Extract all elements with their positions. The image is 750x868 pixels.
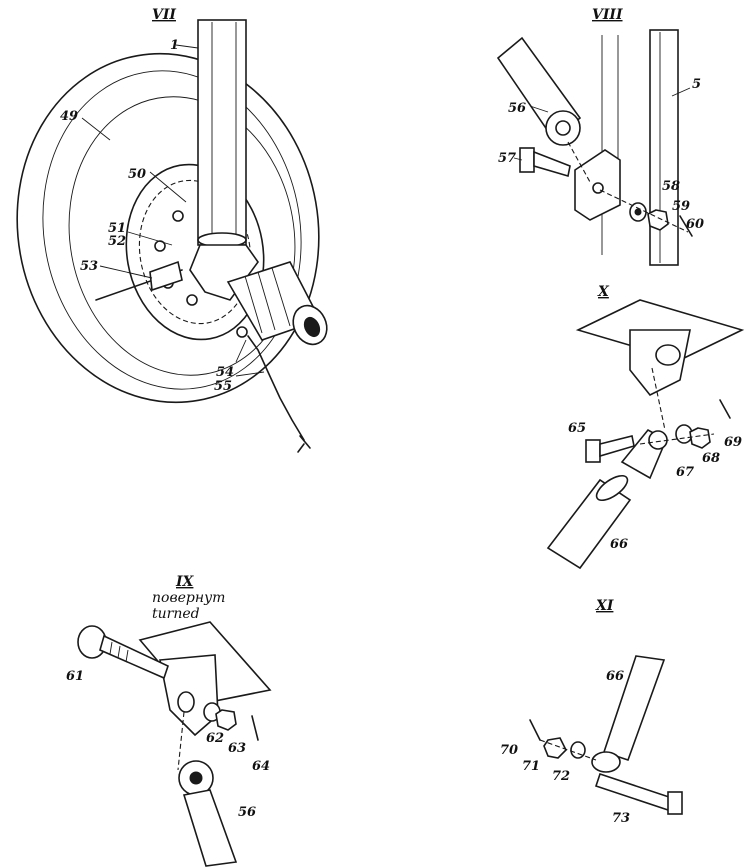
label-56-ix: 56 — [238, 805, 256, 820]
label-49: 49 — [60, 109, 78, 124]
pin-60 — [679, 215, 693, 237]
brake-bracket — [149, 260, 183, 292]
bolt-73-shank — [594, 772, 674, 812]
label-66: 66 — [610, 537, 628, 552]
rod-66 — [546, 478, 632, 570]
view-viii: VIII 56 5 57 58 59 60 — [496, 7, 704, 266]
pin-70 — [529, 719, 541, 741]
label-69: 69 — [724, 435, 742, 450]
view-ix: IX повернут turned 61 62 63 64 56 — [66, 574, 272, 867]
label-65: 65 — [568, 421, 586, 436]
rod-66-xi — [602, 655, 666, 762]
hub-bolt — [186, 294, 198, 306]
view-vii-title: VII — [152, 7, 176, 23]
label-58: 58 — [662, 179, 680, 194]
tire-sidewall — [68, 96, 296, 376]
nut-68 — [689, 427, 711, 449]
view-xi-title: XI — [595, 598, 614, 614]
rod-56-ix — [182, 789, 238, 867]
bolt-61-shank — [99, 634, 169, 680]
label-70: 70 — [500, 743, 518, 758]
rod-end-xi — [591, 751, 621, 773]
label-1: 1 — [170, 38, 179, 53]
wheel-rim — [125, 163, 265, 341]
view-xi: XI 66 70 71 72 73 — [500, 598, 683, 826]
nut-59 — [647, 209, 669, 231]
brake-cable — [247, 335, 305, 441]
label-51: 51 — [108, 221, 126, 236]
fork-body — [189, 244, 259, 301]
hub-bolt — [172, 210, 184, 222]
label-54: 54 — [216, 365, 234, 380]
cable-clip — [236, 326, 248, 338]
label-57: 57 — [498, 151, 516, 166]
bolt-73-head — [667, 791, 683, 815]
view-viii-title: VIII — [592, 7, 623, 23]
strut-5 — [649, 29, 679, 266]
tire-inner-line — [42, 70, 302, 390]
label-63: 63 — [228, 741, 246, 756]
label-53: 53 — [80, 259, 98, 274]
bolt-57-shank — [533, 150, 571, 178]
label-60: 60 — [686, 217, 704, 232]
label-71: 71 — [522, 759, 540, 774]
rim-bolt-circle — [138, 179, 252, 325]
view-x: X 65 67 68 69 66 — [546, 284, 745, 570]
label-72: 72 — [552, 769, 570, 784]
view-vii: VII — [16, 7, 328, 453]
label-52: 52 — [108, 234, 126, 249]
pin-64 — [251, 715, 259, 741]
note-ru: повернут — [152, 590, 225, 606]
label-55: 55 — [214, 379, 232, 394]
label-66-xi: 66 — [606, 669, 624, 684]
strut-tube — [197, 19, 247, 246]
label-62: 62 — [206, 731, 224, 746]
label-61: 61 — [66, 669, 84, 684]
bolt-65-head — [585, 439, 601, 463]
nut-63 — [215, 709, 237, 731]
tire-outer — [16, 52, 320, 404]
label-50: 50 — [128, 167, 146, 182]
bolt-57-head — [519, 147, 535, 173]
note-en: turned — [152, 606, 200, 622]
label-67: 67 — [676, 465, 694, 480]
label-73: 73 — [612, 811, 630, 826]
label-64: 64 — [252, 759, 270, 774]
label-59: 59 — [672, 199, 690, 214]
washer-72 — [570, 741, 586, 759]
view-x-title: X — [597, 284, 610, 300]
pin-69 — [719, 399, 731, 419]
label-68: 68 — [702, 451, 720, 466]
view-ix-title: IX — [175, 574, 195, 590]
label-56: 56 — [508, 101, 526, 116]
bolt-65-shank — [599, 435, 635, 458]
label-5: 5 — [692, 77, 701, 92]
